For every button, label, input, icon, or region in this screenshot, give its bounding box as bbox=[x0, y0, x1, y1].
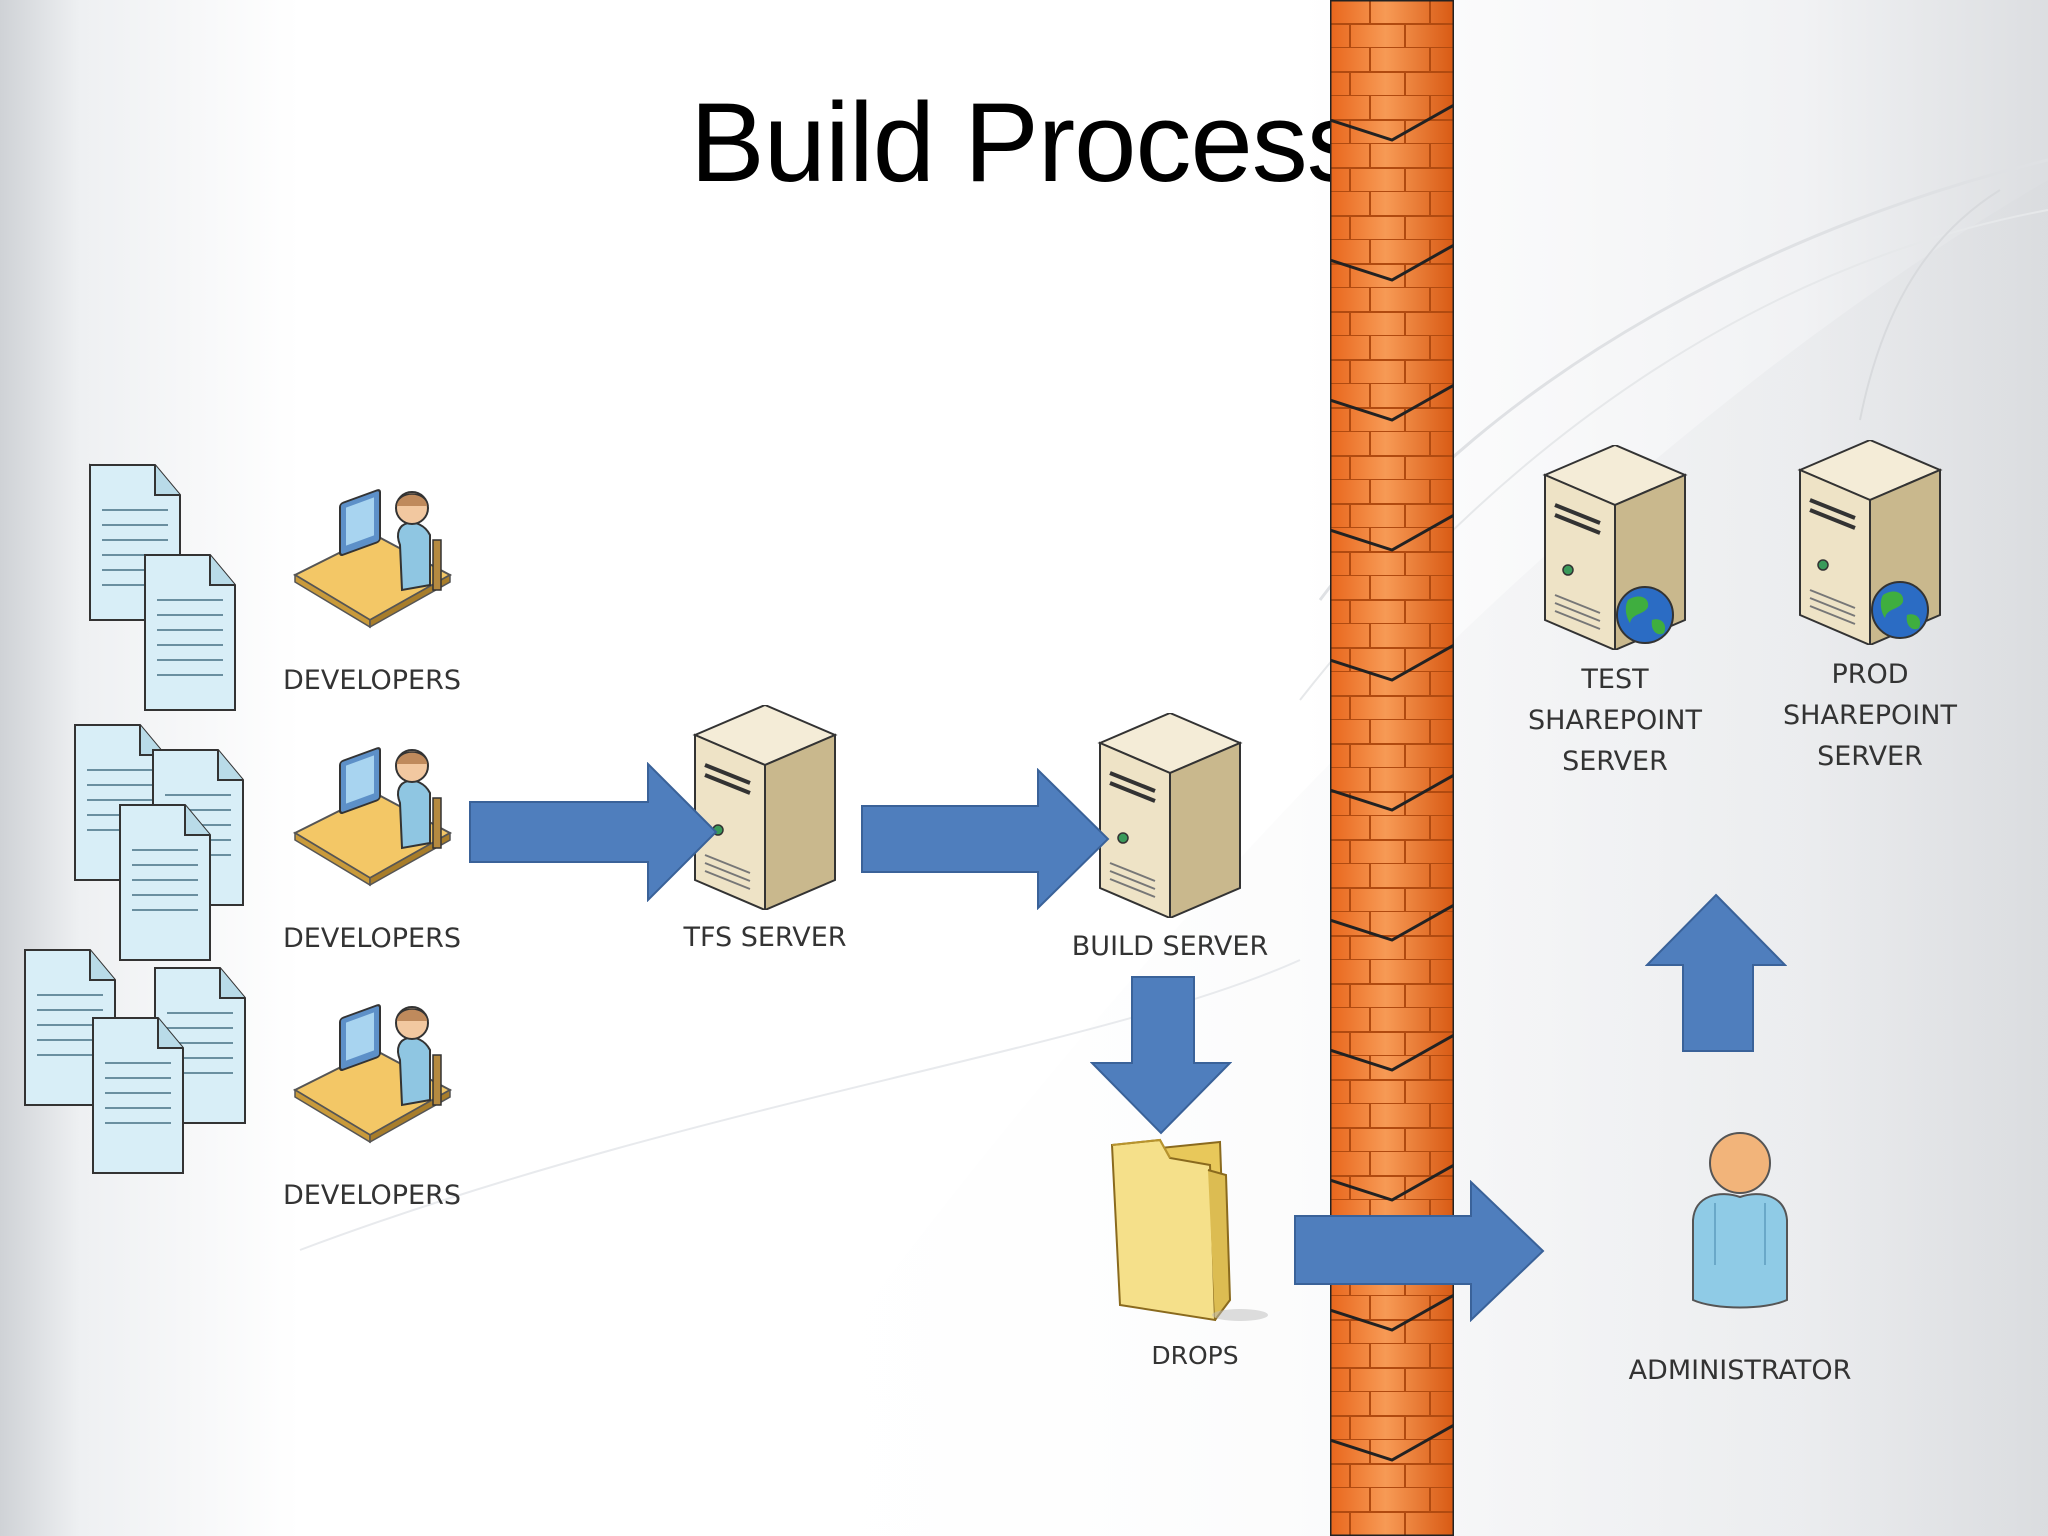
arrow-tfs-to-build bbox=[861, 768, 1110, 910]
build-server-icon bbox=[1097, 713, 1243, 918]
prod-server-label-line: PROD bbox=[1831, 659, 1909, 690]
developers-label: DEVELOPERS bbox=[283, 665, 461, 696]
test-server-label-line: TEST bbox=[1581, 664, 1649, 695]
globe-icon bbox=[1871, 581, 1929, 639]
arrow-admin-to-servers bbox=[1645, 893, 1787, 1052]
prod-sharepoint-server-icon bbox=[1797, 440, 1943, 645]
arrow-developers-to-tfs bbox=[469, 762, 718, 902]
document-stack-icon bbox=[24, 949, 246, 1174]
document-stack-icon bbox=[74, 724, 244, 961]
arrow-build-to-drops bbox=[1090, 976, 1232, 1135]
developer-workstation-icon bbox=[292, 747, 453, 887]
administrator-icon bbox=[1692, 1132, 1788, 1309]
prod-server-label-line: SHAREPOINT bbox=[1783, 700, 1957, 731]
administrator-label: ADMINISTRATOR bbox=[1628, 1355, 1852, 1386]
developer-workstation-icon bbox=[292, 489, 453, 629]
tfs-server-label: TFS SERVER bbox=[683, 922, 847, 953]
developers-label: DEVELOPERS bbox=[283, 923, 461, 954]
arrow-drops-to-admin bbox=[1294, 1180, 1545, 1322]
document-icon bbox=[144, 554, 236, 711]
globe-icon bbox=[1616, 586, 1674, 644]
test-server-label-line: SERVER bbox=[1562, 746, 1668, 777]
test-server-label-line: SHAREPOINT bbox=[1528, 705, 1702, 736]
slide-title: Build Process bbox=[690, 80, 1363, 205]
document-stack-icon bbox=[89, 463, 236, 711]
prod-server-label-line: SERVER bbox=[1817, 741, 1923, 772]
document-icon bbox=[92, 1017, 184, 1174]
drops-folder-icon bbox=[1110, 1138, 1268, 1322]
prod-server-label: PROD SHAREPOINT SERVER bbox=[1750, 654, 1990, 777]
build-server-label: BUILD SERVER bbox=[1071, 931, 1269, 962]
developers-label: DEVELOPERS bbox=[283, 1180, 461, 1211]
test-sharepoint-server-icon bbox=[1542, 445, 1688, 650]
developer-workstation-icon bbox=[292, 1004, 453, 1144]
document-icon bbox=[119, 804, 211, 961]
test-server-label: TEST SHAREPOINT SERVER bbox=[1495, 659, 1735, 782]
tfs-server-icon bbox=[692, 705, 838, 910]
drops-label: DROPS bbox=[1151, 1341, 1239, 1370]
